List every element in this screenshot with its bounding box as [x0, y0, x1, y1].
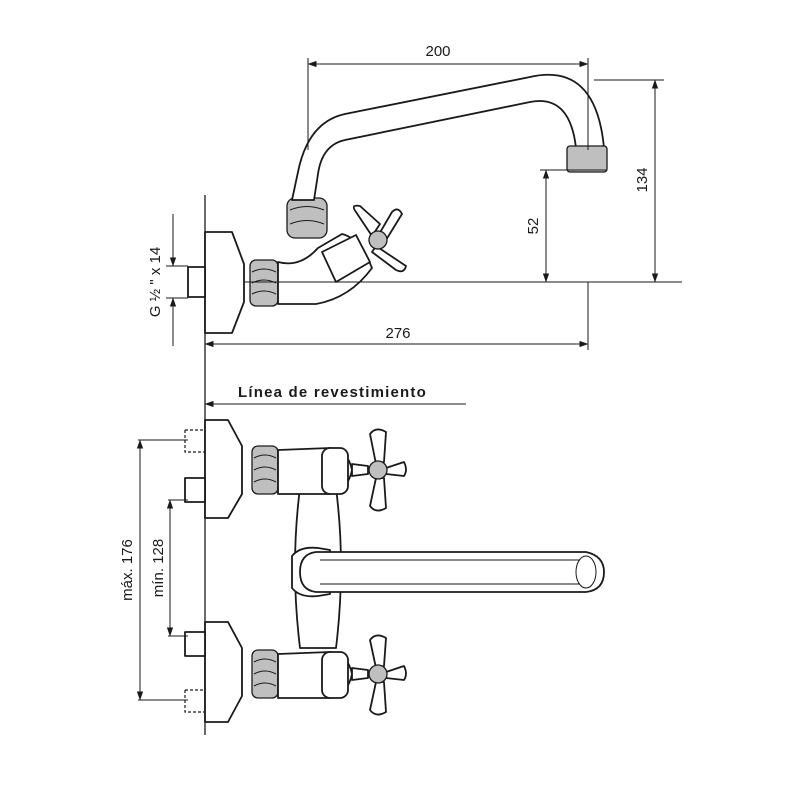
- dimension-lines: [136, 58, 682, 701]
- dim-label-134: 134: [634, 167, 651, 192]
- dim-label-thread: G ½ " x 14: [147, 247, 164, 317]
- front-lower-nut: [251, 649, 279, 699]
- side-hex-nut: [249, 259, 279, 307]
- dim-label-max: máx. 176: [119, 539, 136, 601]
- front-upper-cross-handle: [351, 428, 407, 512]
- front-upper-flange: [204, 419, 243, 519]
- front-lower-inlet: [184, 631, 206, 657]
- front-upper-nut: [251, 445, 279, 495]
- side-inlet-stub: [187, 266, 206, 298]
- side-wall-flange: [204, 231, 245, 334]
- front-spout: [299, 551, 605, 593]
- side-aerator: [566, 145, 608, 173]
- front-lower-cross-handle: [351, 634, 407, 716]
- dim-label-200: 200: [425, 43, 450, 60]
- dim-label-276: 276: [385, 325, 410, 342]
- side-spout-tube: [291, 73, 605, 201]
- side-swivel-ring: [286, 197, 328, 239]
- front-view: [184, 419, 605, 723]
- side-view: [187, 73, 608, 334]
- front-upper-inlet: [184, 477, 206, 503]
- dim-label-min: mín. 128: [150, 539, 167, 597]
- front-lower-flange: [204, 621, 243, 723]
- side-cross-handle: [352, 204, 407, 273]
- wall-line-label: Línea de revestimiento: [238, 384, 427, 401]
- dim-label-52: 52: [525, 218, 542, 235]
- side-valve-barrel: [321, 234, 371, 283]
